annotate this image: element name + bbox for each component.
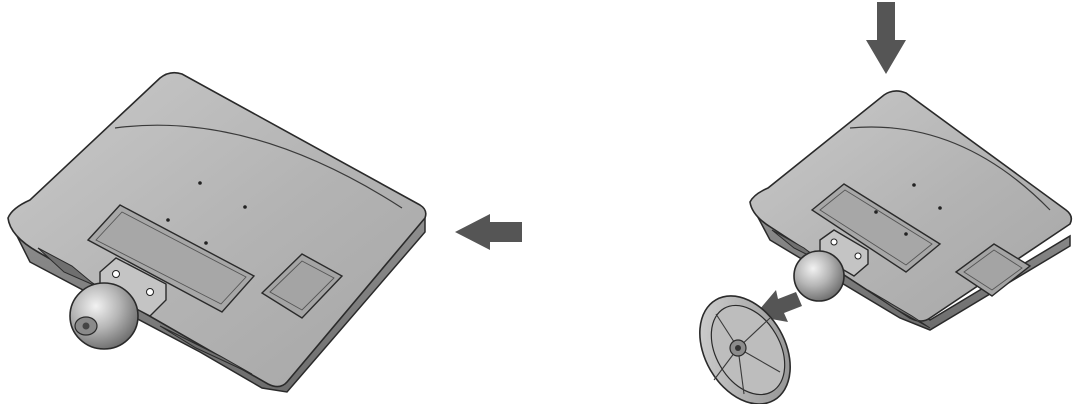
- left-monitor-back: [8, 73, 426, 387]
- left-neck-ball: [70, 283, 138, 349]
- left-neck-hole-2: [147, 289, 154, 296]
- left-screw-2: [243, 205, 247, 209]
- left-screw-4: [204, 241, 208, 245]
- right-neck-hole-2: [855, 253, 861, 259]
- right-screw-4: [904, 232, 908, 236]
- left-screw-1: [198, 181, 202, 185]
- right-neck-hole-1: [831, 239, 837, 245]
- right-neck-ball: [794, 251, 844, 301]
- right-monitor: [750, 91, 1071, 330]
- stand-base-hub-center: [735, 345, 741, 351]
- right-screw-2: [938, 206, 942, 210]
- left-neck-socket-center: [83, 323, 90, 330]
- left-monitor: [8, 73, 426, 392]
- right-screw-3: [874, 210, 878, 214]
- arrow-down-icon: [866, 2, 906, 74]
- left-screw-3: [166, 218, 170, 222]
- arrow-left-icon: [455, 214, 522, 250]
- left-neck-hole-1: [113, 271, 120, 278]
- right-screw-1: [912, 183, 916, 187]
